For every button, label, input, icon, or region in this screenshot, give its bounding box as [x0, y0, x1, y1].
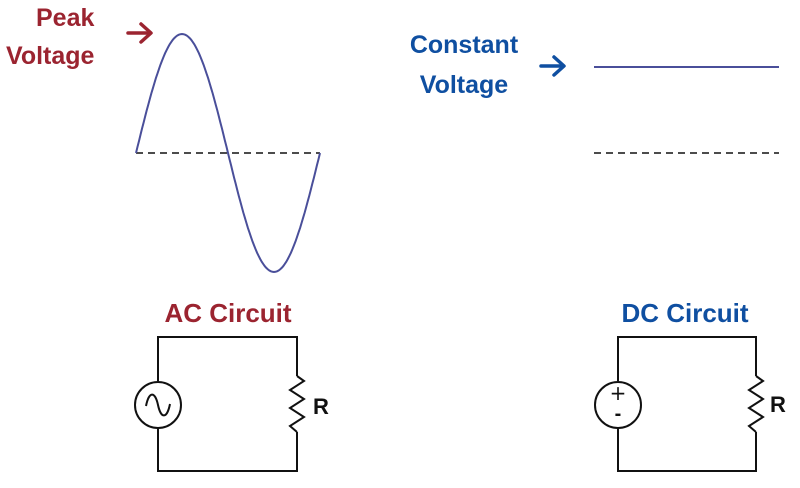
ac-resistor-label: R [313, 394, 329, 419]
ac-circuit-wire [157, 336, 298, 472]
dc-circuit: DC Circuit + - R [594, 298, 786, 472]
constant-arrow-icon [539, 55, 566, 77]
dc-plus-sign: + [610, 381, 627, 405]
peak-arrow-icon [126, 22, 153, 44]
ac-sine-wave [135, 32, 321, 274]
ac-circuit-title: AC Circuit [164, 298, 291, 328]
peak-label-line2: Voltage [6, 42, 95, 70]
dc-minus-sign: - [615, 403, 622, 425]
ac-circuit: AC Circuit R [134, 298, 329, 472]
peak-label-line1: Peak [36, 4, 94, 32]
ac-source-icon [134, 381, 182, 429]
dc-resistor-label: R [770, 392, 786, 417]
ac-resistor-icon [288, 375, 306, 433]
dc-resistor-icon [747, 375, 765, 433]
constant-label-line1: Constant [410, 31, 519, 59]
ac-sine-symbol-icon [145, 393, 171, 417]
constant-label-line2: Voltage [420, 71, 509, 99]
dc-circuit-wire [617, 336, 757, 472]
dc-circuit-title: DC Circuit [621, 298, 748, 328]
ac-waveform-panel: Peak Voltage [6, 4, 321, 274]
dc-waveform-panel: Constant Voltage [410, 31, 779, 154]
dc-source-icon [594, 381, 642, 429]
